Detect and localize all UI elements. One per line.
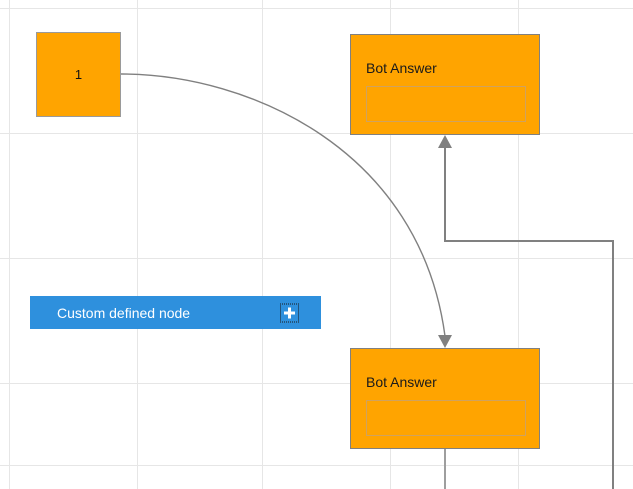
node-bot-answer-bottom[interactable]: Bot Answer [350, 348, 540, 449]
gridline-horizontal [0, 258, 633, 259]
gridline-vertical [137, 0, 138, 489]
node-bot-answer-top[interactable]: Bot Answer [350, 34, 540, 135]
custom-defined-node-bar[interactable]: Custom defined node [30, 296, 321, 329]
bot-answer-slot[interactable] [366, 86, 526, 122]
gridline-horizontal [0, 8, 633, 9]
bot-answer-title: Bot Answer [366, 60, 437, 76]
bot-answer-slot[interactable] [366, 400, 526, 436]
custom-defined-node-label: Custom defined node [57, 304, 191, 321]
gridline-horizontal [0, 465, 633, 466]
node-square-1[interactable]: 1 [36, 32, 121, 117]
plus-icon[interactable] [280, 303, 299, 322]
node-square-label: 1 [74, 67, 83, 82]
gridline-vertical [262, 0, 263, 489]
bot-answer-title: Bot Answer [366, 374, 437, 390]
gridline-horizontal [0, 383, 633, 384]
gridline-vertical [9, 0, 10, 489]
plus-icon-vertical-bar [288, 307, 291, 318]
